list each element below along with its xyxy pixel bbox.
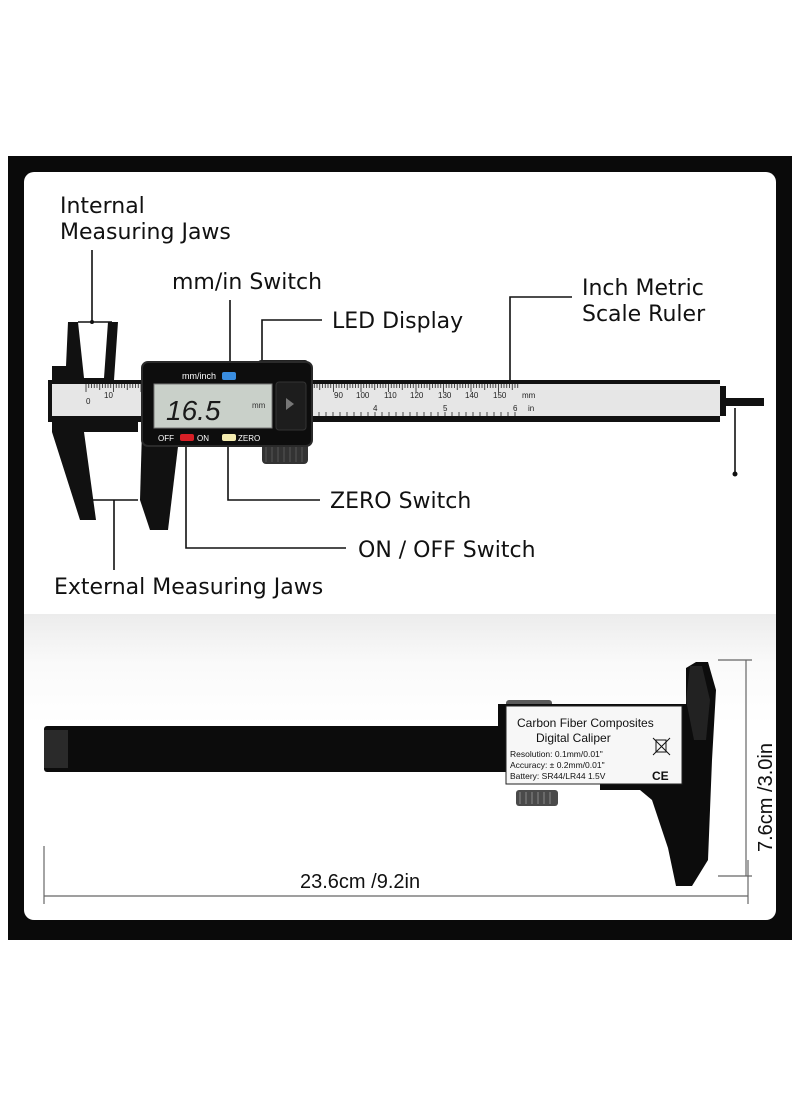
depth-rod (720, 398, 764, 406)
dimension-lines (43, 659, 752, 904)
scale-mark: 130 (438, 391, 452, 400)
inch-mark: 6 (513, 404, 518, 413)
caliper-side-view (44, 662, 716, 886)
lcd-screen (153, 383, 273, 429)
scale-mark: 0 (86, 397, 91, 406)
scale-mark: 150 (493, 391, 507, 400)
callout-on-off-switch: ON / OFF Switch (358, 538, 536, 563)
width-dimension-label: 23.6cm /9.2in (300, 871, 420, 893)
inch-mark: 4 (373, 404, 378, 413)
inch-mark: 5 (443, 404, 448, 413)
spec-resolution: Resolution: 0.1mm/0.01" (510, 749, 603, 759)
label-subtitle: Digital Caliper (536, 731, 611, 745)
zero-label: ZERO (238, 434, 260, 443)
callout-mm-in-switch: mm/in Switch (172, 270, 323, 295)
scale-unit-mm: mm (522, 391, 536, 400)
scale-mark: 120 (410, 391, 424, 400)
leader-dots (90, 320, 738, 477)
scale-unit-in: in (528, 404, 534, 413)
sliding-jaw (140, 360, 313, 530)
spec-battery: Battery: SR44/LR44 1.5V (510, 771, 606, 781)
on-off-button (180, 434, 194, 441)
off-label: OFF (158, 434, 174, 443)
scale-mark: 100 (356, 391, 370, 400)
callout-zero-switch: ZERO Switch (330, 489, 472, 514)
on-label: ON (197, 434, 209, 443)
unit-switch-button (222, 372, 236, 380)
ce-mark: CE (652, 769, 669, 783)
scale-mark: 90 (334, 391, 343, 400)
callout-external-jaws: External Measuring Jaws (54, 575, 324, 600)
height-dimension-label: 7.6cm /3.0in (755, 743, 777, 852)
lcd-unit: mm (252, 401, 266, 410)
leader-lines (78, 250, 736, 570)
label-title: Carbon Fiber Composites (517, 716, 654, 730)
unit-switch-label: mm/inch (182, 371, 216, 381)
zero-button (222, 434, 236, 441)
weee-bin-icon (652, 737, 671, 756)
callout-inch-metric-ruler: Inch Metric Scale Ruler (582, 276, 706, 327)
spec-label: Carbon Fiber Composites Digital Caliper … (510, 716, 669, 783)
scale-mark: 110 (384, 391, 397, 400)
scale-mark: 140 (465, 391, 479, 400)
spec-accuracy: Accuracy: ± 0.2mm/0.01" (510, 760, 605, 770)
ruler-ticks (85, 384, 519, 416)
callout-led-display: LED Display (332, 309, 464, 334)
scale-mark: 10 (104, 391, 113, 400)
callout-internal-jaws: Internal Measuring Jaws (60, 194, 231, 245)
ruler-labels: 0 10 90 100 110 120 130 140 150 mm 4 5 6… (86, 391, 536, 413)
lcd-reading: 16.5 (166, 395, 221, 426)
